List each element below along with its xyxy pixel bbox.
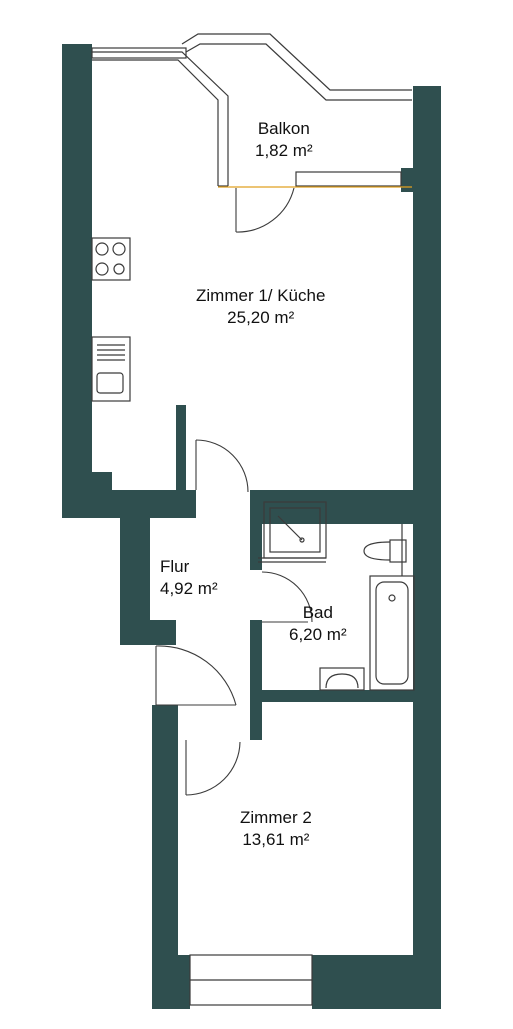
wall-flur-bath-lower	[250, 620, 262, 740]
wall-east-balcony-pillar	[401, 168, 415, 192]
room-name: Balkon	[257, 119, 310, 138]
door-balcony-swing	[235, 187, 295, 233]
wall-south-left	[152, 955, 190, 1009]
wall-south-right	[312, 955, 441, 1009]
balcony-window	[295, 171, 402, 187]
wall-west-nook	[62, 472, 112, 518]
door-entrance-swing	[155, 645, 237, 706]
room-name: Zimmer 1/ Küche	[196, 286, 326, 305]
windows	[91, 47, 313, 1006]
bathroom	[258, 501, 415, 691]
room-name: Bad	[302, 603, 333, 622]
door-zimmer1-swing	[195, 439, 249, 493]
door-zimmer2-swing	[185, 741, 241, 796]
room-label-bad: Bad 6,20 m²	[289, 602, 347, 646]
doors	[155, 187, 313, 796]
washbasin-icon	[319, 667, 365, 691]
room-label-balkon: Balkon 1,82 m²	[255, 118, 313, 162]
walls	[62, 44, 441, 1009]
room-area: 13,61 m²	[242, 830, 310, 849]
wall-flur-west-foot	[120, 620, 176, 645]
bathtub-icon	[369, 575, 415, 691]
wall-stub	[176, 405, 186, 515]
window-north	[91, 47, 187, 59]
stove-icon	[91, 237, 131, 281]
wall-west-upper	[62, 44, 92, 518]
room-label-zimmer2: Zimmer 2 13,61 m²	[240, 807, 312, 851]
wall-flur-west	[120, 490, 150, 645]
wall-bath-north-notch	[344, 490, 420, 524]
room-area: 1,82 m²	[255, 141, 313, 160]
toilet-icon	[389, 539, 407, 563]
room-area: 4,92 m²	[160, 579, 218, 598]
wall-east	[413, 86, 441, 1009]
room-name: Flur	[160, 557, 190, 576]
room-label-zimmer1: Zimmer 1/ Küche 25,20 m²	[196, 285, 325, 329]
room-name: Zimmer 2	[240, 808, 312, 827]
wall-flur-bath	[250, 490, 262, 570]
sink-icon	[91, 336, 131, 402]
room-area: 25,20 m²	[227, 308, 295, 327]
wall-bath-south	[262, 690, 420, 702]
balcony-railing	[92, 33, 412, 188]
room-label-flur: Flur 4,92 m²	[160, 556, 218, 600]
kitchen	[91, 237, 131, 402]
door-bath-swing	[261, 571, 313, 623]
room-area: 6,20 m²	[289, 625, 347, 644]
